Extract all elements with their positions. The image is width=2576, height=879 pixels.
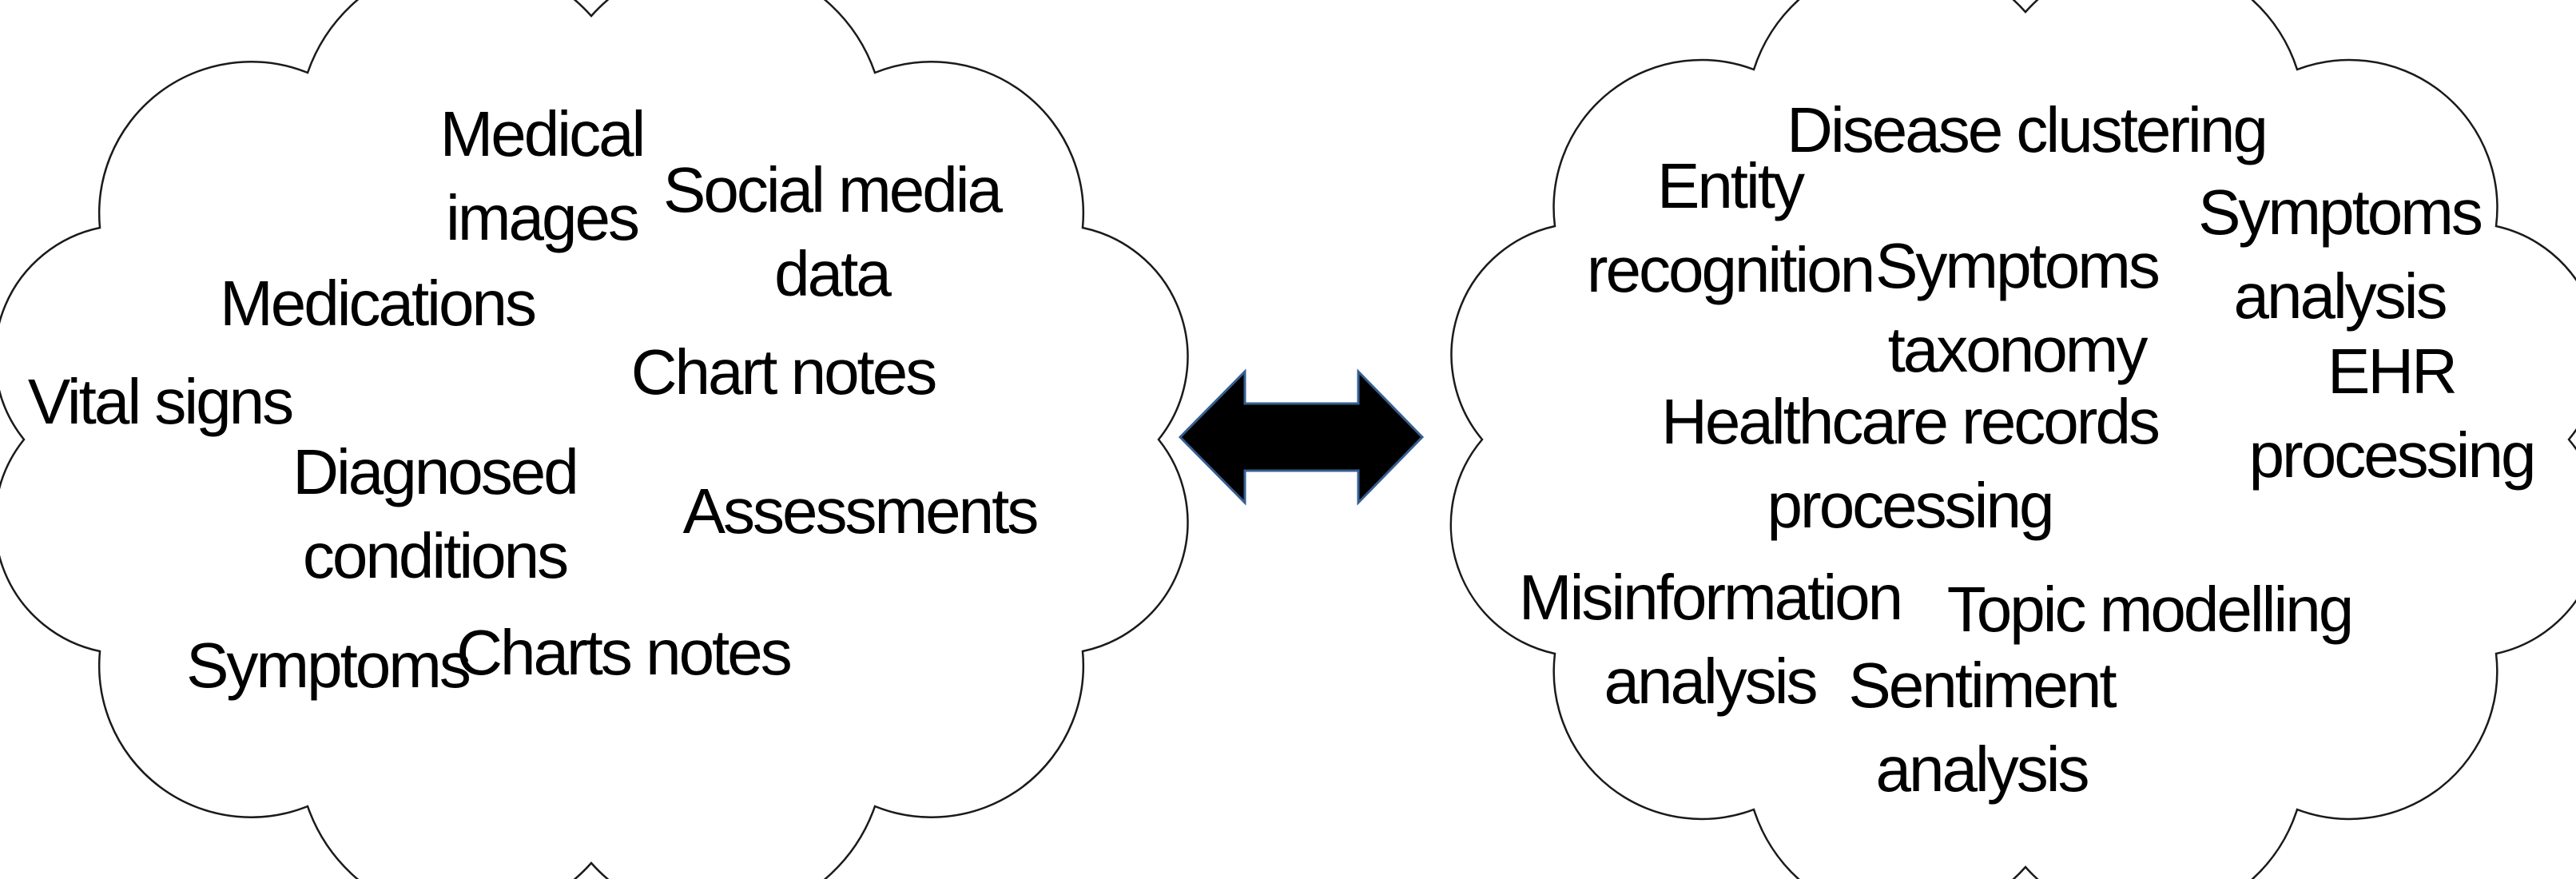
left-cloud-shape xyxy=(0,0,1189,879)
term-entity-recognition: Entity recognition xyxy=(1586,150,1875,305)
term-assessments: Assessments xyxy=(682,475,1040,547)
term-diagnosed-conditions: Diagnosed conditions xyxy=(292,436,578,591)
term-symptoms-analysis: Symptoms analysis xyxy=(2198,177,2483,332)
term-vital-signs: Vital signs xyxy=(27,366,294,437)
term-medications: Medications xyxy=(220,268,537,339)
bidirectional-arrow-icon xyxy=(1178,368,1425,506)
term-disease-clustering: Disease clustering xyxy=(1787,94,2268,165)
term-social-media-data: Social media data xyxy=(662,154,1003,309)
term-topic-modelling: Topic modelling xyxy=(1946,574,2354,645)
term-charts-notes: Charts notes xyxy=(456,617,793,688)
term-misinformation-analysis: Misinformation analysis xyxy=(1518,562,1903,717)
term-chart-notes: Chart notes xyxy=(630,336,938,408)
term-ehr-processing: EHR processing xyxy=(2248,336,2537,491)
right-cloud-shape xyxy=(1449,0,2576,879)
term-medical-images: Medical images xyxy=(439,98,646,253)
term-healthcare-records-processing: Healthcare records processing xyxy=(1661,386,2161,541)
term-symptoms: Symptoms xyxy=(186,630,471,701)
term-sentiment-analysis: Sentiment analysis xyxy=(1848,650,2117,805)
term-symptoms-taxonomy: Symptoms taxonomy xyxy=(1875,230,2161,385)
